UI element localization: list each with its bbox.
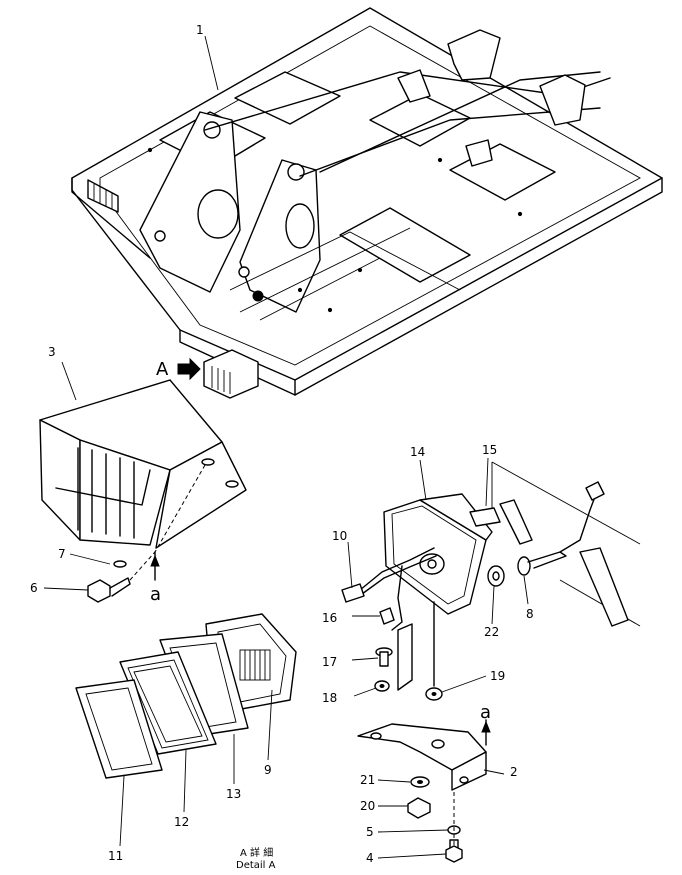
callout-5: 5 <box>366 825 374 839</box>
ref-a-right-arrowhead <box>481 720 491 733</box>
ref-a-left: a <box>150 584 161 605</box>
grommet-22 <box>487 565 505 587</box>
callout-4: 4 <box>366 851 374 865</box>
callout-7: 7 <box>58 547 66 561</box>
lamp-guard <box>39 379 247 549</box>
callout-1: 1 <box>196 23 204 37</box>
callout-10: 10 <box>332 529 347 543</box>
lamp-housing <box>359 493 493 631</box>
connector-10 <box>341 583 365 603</box>
bracket-2 <box>357 723 487 791</box>
callout-8: 8 <box>526 607 534 621</box>
ref-a-right: a <box>480 702 491 723</box>
washer-18 <box>374 680 390 692</box>
cushion-19 <box>425 687 443 701</box>
callout-2: 2 <box>510 765 518 779</box>
mount-panel <box>491 461 641 627</box>
detail-caption-en: Detail A <box>236 860 276 871</box>
washer-21 <box>410 776 430 788</box>
leader-guard-hole <box>154 464 206 553</box>
detail-caption-jp: A 詳 細 <box>240 846 273 859</box>
view-a-label: A <box>156 359 169 380</box>
callout-20: 20 <box>360 799 375 813</box>
callout-21: 21 <box>360 773 375 787</box>
callout-17: 17 <box>322 655 337 669</box>
callout-16: 16 <box>322 611 337 625</box>
callout-6: 6 <box>30 581 38 595</box>
frame-lamp-location <box>203 349 259 399</box>
callout-22: 22 <box>484 625 499 639</box>
callout-18: 18 <box>322 691 337 705</box>
callout-3: 3 <box>48 345 56 359</box>
screw-16 <box>379 607 395 625</box>
bushing-8 <box>517 551 567 576</box>
left-vent <box>87 179 119 213</box>
callout-11: 11 <box>108 849 123 863</box>
view-a-arrow <box>177 357 201 381</box>
ref-a-left-arrowhead <box>150 554 160 567</box>
lamp-bracket-strip <box>397 623 413 691</box>
callout-19: 19 <box>490 669 505 683</box>
washer-7 <box>113 560 127 568</box>
revolving-frame <box>71 7 663 399</box>
callout-12: 12 <box>174 815 189 829</box>
leader-bolt-6 <box>129 551 156 581</box>
callout-13: 13 <box>226 787 241 801</box>
callout-9: 9 <box>264 763 272 777</box>
bolt-6 <box>87 577 131 603</box>
leader-lines <box>43 35 529 859</box>
screw-17 <box>375 647 393 667</box>
callout-15: 15 <box>482 443 497 457</box>
nut-20 <box>407 797 431 819</box>
plate-15 <box>469 507 501 527</box>
callout-14: 14 <box>410 445 425 459</box>
lens-11 <box>75 679 163 779</box>
